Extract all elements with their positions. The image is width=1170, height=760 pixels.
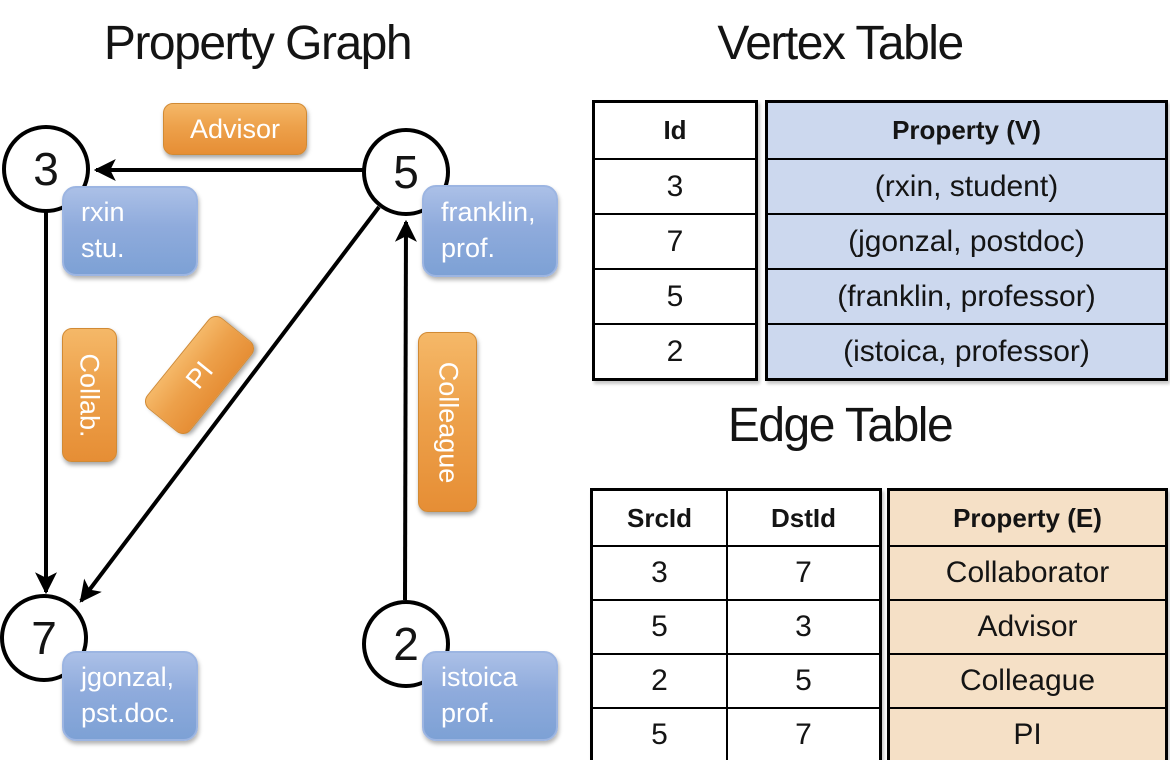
vertex-label-franklin-line1: franklin,	[441, 197, 536, 228]
table-cell: 2	[593, 653, 726, 707]
table-cell: 7	[726, 707, 879, 760]
vertex-label-franklin-line2: prof.	[441, 233, 496, 263]
edge-label-pi-text: PI	[179, 355, 219, 395]
table-cell: (jgonzal, postdoc)	[768, 213, 1165, 268]
table-cell: 3	[593, 545, 726, 599]
table-cell: Colleague	[890, 653, 1165, 707]
table-cell: Collaborator	[890, 545, 1165, 599]
vertex-table-property-header: Property (V)	[768, 103, 1165, 158]
table-cell: 5	[593, 707, 726, 760]
graph-edges-svg	[35, 159, 417, 603]
table-cell: Advisor	[890, 599, 1165, 653]
vertex-label-rxin-line2: stu.	[81, 233, 125, 263]
table-cell: 3	[595, 158, 755, 213]
table-cell: PI	[890, 707, 1165, 760]
table-cell: 5	[593, 599, 726, 653]
vertex-label-jgonzal-line1: jgonzal,	[81, 662, 175, 693]
edge-table-src-dst-columns: SrcId DstId 3 7 5 3 2 5 5 7	[590, 488, 882, 760]
edge-label-collab: Collab.	[62, 328, 117, 462]
table-cell: 5	[595, 268, 755, 323]
table-cell: 5	[726, 653, 879, 707]
edge-table-dstid-header: DstId	[726, 491, 879, 545]
edge-label-colleague-text: Colleague	[433, 361, 463, 483]
edge-table-srcid-header: SrcId	[626, 502, 693, 533]
table-cell: 2	[595, 323, 755, 378]
table-cell: 3	[726, 599, 879, 653]
vertex-label-jgonzal-line2: pst.doc.	[81, 698, 176, 728]
table-cell: (rxin, student)	[768, 158, 1165, 213]
table-cell: 7	[726, 545, 879, 599]
edge-label-advisor: Advisor	[163, 103, 307, 155]
vertex-label-jgonzal: jgonzal, pst.doc.	[62, 651, 198, 741]
edge-pi-arrow	[79, 205, 381, 603]
vertex-label-istoica: istoica prof.	[422, 651, 558, 741]
vertex-table-id-header: Id	[663, 115, 687, 145]
node-2-id: 2	[393, 618, 419, 670]
table-cell: (istoica, professor)	[768, 323, 1165, 378]
table-cell: (franklin, professor)	[768, 268, 1165, 323]
vertex-table-title: Vertex Table	[717, 17, 964, 70]
edge-table-title: Edge Table	[727, 399, 954, 452]
property-graph-title: Property Graph	[103, 17, 413, 70]
node-5-id: 5	[393, 146, 419, 198]
edge-label-advisor-text: Advisor	[189, 113, 281, 144]
edge-table-property-header: Property (E)	[890, 491, 1165, 545]
vertex-table-id-column: Id 3 7 5 2	[592, 100, 758, 381]
edge-label-collab-text: Collab.	[75, 352, 106, 438]
edge-label-colleague: Colleague	[418, 332, 477, 512]
vertex-label-istoica-line1: istoica	[441, 662, 518, 693]
vertex-label-istoica-line2: prof.	[441, 698, 496, 728]
table-cell: 7	[595, 213, 755, 268]
graph-node-5: 5	[362, 128, 450, 216]
edge-table-property-column: Property (E) Collaborator Advisor Collea…	[887, 488, 1168, 760]
vertex-label-rxin-line1: rxin	[81, 197, 125, 228]
vertex-label-rxin: rxin stu.	[62, 186, 198, 276]
graph-node-2: 2	[362, 600, 450, 688]
edge-colleague-arrow	[394, 219, 417, 601]
node-7-id: 7	[31, 612, 57, 664]
vertex-table-property-column: Property (V) (rxin, student) (jgonzal, p…	[765, 100, 1168, 381]
node-3-id: 3	[33, 143, 59, 195]
vertex-label-franklin: franklin, prof.	[422, 185, 558, 277]
